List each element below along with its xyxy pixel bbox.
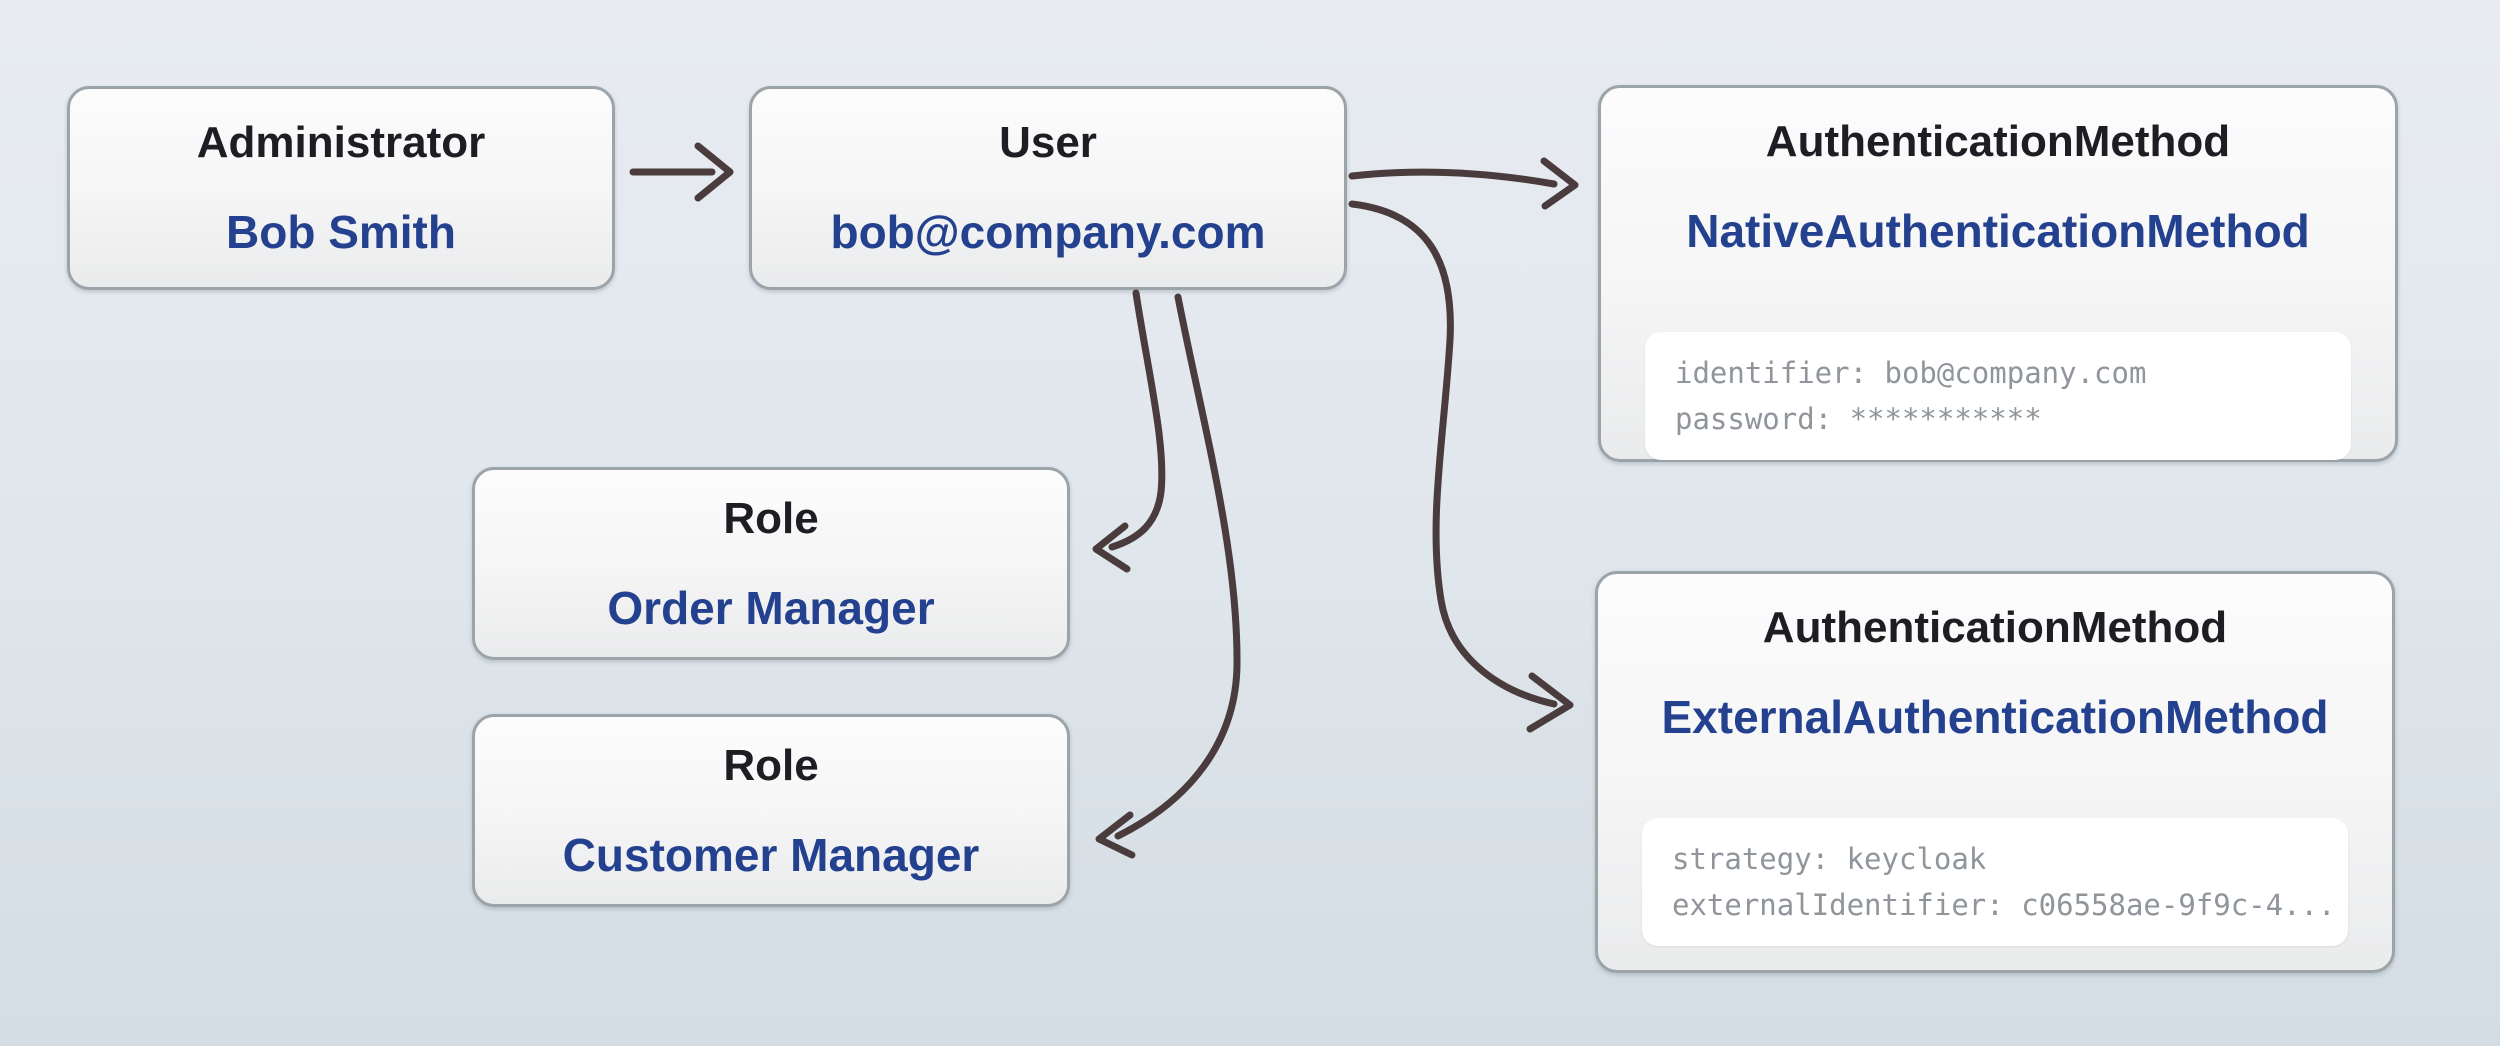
node-type-label: User [999, 118, 1097, 167]
node-type-label: AuthenticationMethod [1765, 117, 2231, 166]
code-line-strategy: strategy: keycloak [1672, 842, 1987, 876]
node-name-label: ExternalAuthenticationMethod [1661, 691, 2329, 743]
node-name-label: NativeAuthenticationMethod [1686, 205, 2310, 257]
code-box: identifier: bob@company.com password: **… [1645, 332, 2351, 460]
node-name-label: Order Manager [607, 581, 935, 634]
edge-user-to-native-authentication-method [1348, 157, 1579, 210]
node-type-label: Administrator [196, 118, 486, 167]
node-role-order-manager: Role Order Manager [472, 467, 1070, 660]
node-administrator: Administrator Bob Smith [67, 86, 615, 290]
edge-user-to-external-authentication-method [1348, 200, 1574, 733]
node-name-label: Bob Smith [226, 206, 456, 258]
code-line-password: password: *********** [1675, 402, 2042, 436]
node-native-authentication-method: AuthenticationMethod NativeAuthenticatio… [1598, 85, 2398, 462]
code-line-external-identifier: externalIdentifier: c06558ae-9f9c-4... [1672, 888, 2336, 922]
edge-administrator-to-user [629, 142, 734, 202]
node-type-label: Role [723, 740, 819, 790]
node-user: User bob@company.com [749, 86, 1347, 290]
node-name-label: bob@company.com [830, 206, 1266, 258]
node-external-authentication-method: AuthenticationMethod ExternalAuthenticat… [1595, 571, 2395, 973]
node-role-customer-manager: Role Customer Manager [472, 714, 1070, 907]
edge-user-to-role-customer-manager [1095, 293, 1241, 859]
node-type-label: Role [723, 493, 819, 543]
code-line-identifier: identifier: bob@company.com [1675, 356, 2147, 390]
node-type-label: AuthenticationMethod [1762, 603, 2228, 652]
node-name-label: Customer Manager [562, 828, 980, 881]
edge-user-to-role-order-manager [1092, 289, 1166, 573]
code-box: strategy: keycloak externalIdentifier: c… [1642, 818, 2348, 946]
